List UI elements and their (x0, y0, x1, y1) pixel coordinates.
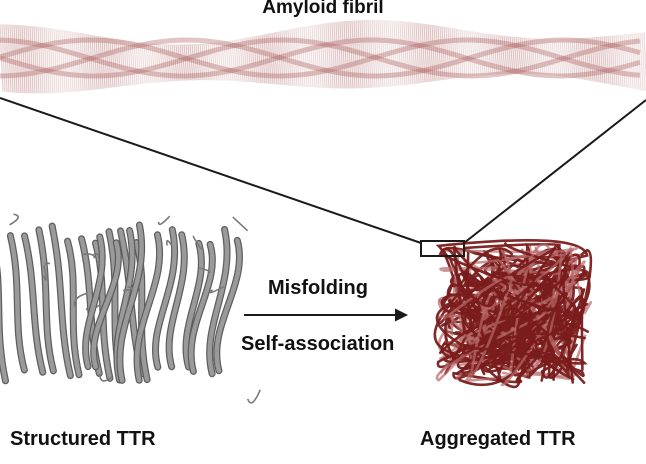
structured-ttr-label: Structured TTR (10, 428, 156, 451)
self-association-label: Self-association (241, 333, 394, 356)
misfolding-label: Misfolding (268, 277, 368, 300)
aggregated-ttr-label: Aggregated TTR (420, 428, 576, 451)
zoom-line-right (464, 100, 646, 243)
zoom-line-left (0, 98, 421, 243)
right-arrow-icon (244, 309, 408, 322)
structured-ttr-protein (0, 214, 260, 403)
aggregated-ttr-tangle (435, 240, 591, 387)
fibril-title: Amyloid fibril (0, 0, 646, 19)
amyloid-fibril (0, 20, 646, 93)
